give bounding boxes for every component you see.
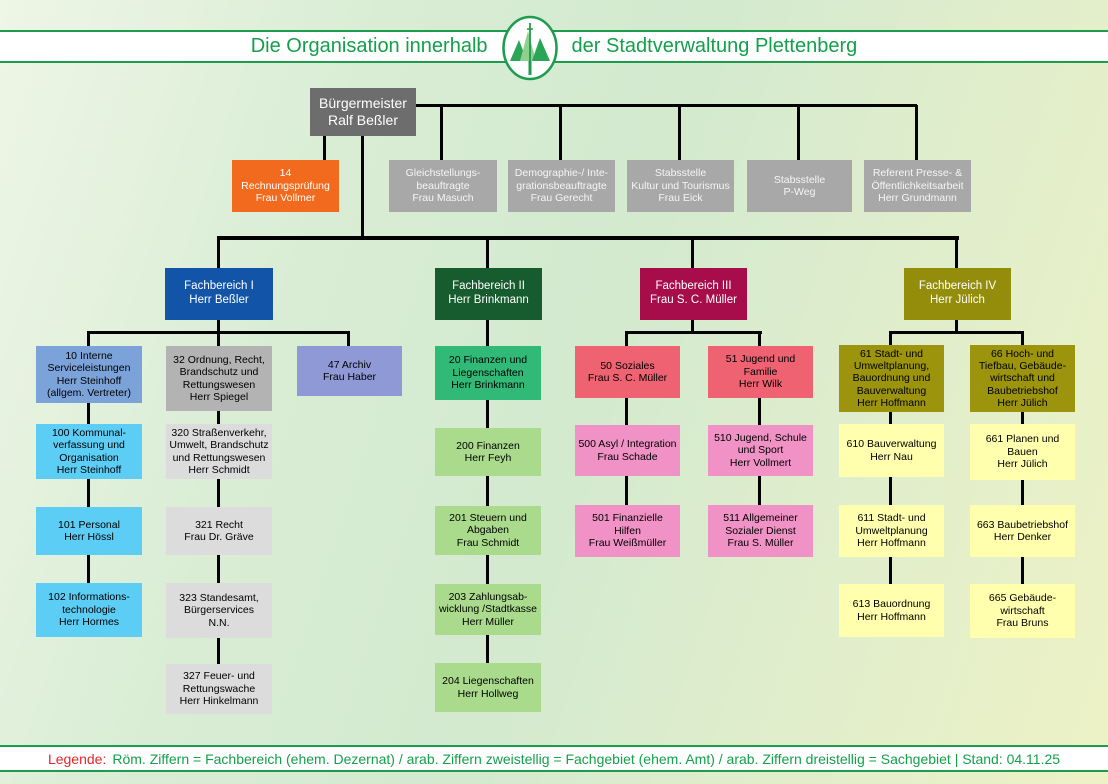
node-buergermeister: Bürgermeister Ralf Beßler xyxy=(310,88,416,136)
node-32-ordnung-recht: 32 Ordnung, Recht, Brandschutz und Rettu… xyxy=(166,346,272,411)
node-323-standesamt: 323 Standesamt, Bürgerservices N.N. xyxy=(166,583,272,638)
node-320-strassenverkehr: 320 Straßenverkehr, Umwelt, Brandschutz … xyxy=(166,424,272,479)
node-665-gebaeudewirtschaft: 665 Gebäude- wirtschaft Frau Bruns xyxy=(970,584,1075,638)
connector-col-e xyxy=(758,331,761,507)
node-demographiebeauftragte: Demographie-/ Inte- grationsbeauftragte … xyxy=(508,160,615,212)
connector xyxy=(559,105,562,161)
connector xyxy=(691,320,694,333)
node-613-bauordnung: 613 Bauordnung Herr Hoffmann xyxy=(839,584,944,637)
connector xyxy=(323,136,326,162)
node-510-jugend-schule-sport: 510 Jugend, Schule und Sport Herr Vollme… xyxy=(708,425,813,476)
connector xyxy=(678,105,681,161)
node-661-planen-bauen: 661 Planen und Bauen Herr Jülich xyxy=(970,424,1075,480)
node-66-hoch-tiefbau: 66 Hoch- und Tiefbau, Gebäude- wirtschaf… xyxy=(970,345,1075,412)
title-band: Die Organisation innerhalb der Stadtverw… xyxy=(0,15,1108,81)
page-title-right: der Stadtverwaltung Plettenberg xyxy=(571,35,858,57)
node-101-personal: 101 Personal Herr Hössl xyxy=(36,507,142,555)
connector-archiv xyxy=(347,331,350,348)
node-referent-presse: Referent Presse- & Öffentlichkeitsarbeit… xyxy=(864,160,971,212)
node-500-asyl-integration: 500 Asyl / Integration Frau Schade xyxy=(575,425,680,476)
node-501-finanzielle-hilfen: 501 Finanzielle Hilfen Frau Weißmüller xyxy=(575,505,680,557)
legend-band: Legende: Röm. Ziffern = Fachbereich (ehe… xyxy=(0,745,1108,772)
connector xyxy=(691,240,694,269)
connector xyxy=(915,105,918,161)
node-14-rechnungspruefung: 14 Rechnungsprüfung Frau Vollmer xyxy=(232,160,339,212)
node-50-soziales: 50 Soziales Frau S. C. Müller xyxy=(575,346,680,398)
node-47-archiv: 47 Archiv Frau Haber xyxy=(297,346,402,396)
node-321-recht: 321 Recht Frau Dr. Gräve xyxy=(166,507,272,555)
connector xyxy=(217,240,220,269)
node-51-jugend-familie: 51 Jugend und Familie Herr Wilk xyxy=(708,346,813,398)
connector-col-b xyxy=(217,320,220,666)
connector xyxy=(486,240,489,269)
page-title-left: Die Organisation innerhalb xyxy=(250,35,488,57)
node-203-zahlungsabwicklung: 203 Zahlungsab- wicklung /Stadtkasse Her… xyxy=(435,584,541,635)
connector-fachbereich-row xyxy=(217,236,959,240)
connector-fb4-bar xyxy=(889,331,1024,334)
connector-trunk xyxy=(361,136,364,240)
connector-staff-row xyxy=(414,104,917,107)
plettenberg-logo-icon xyxy=(501,15,559,81)
title-row: Die Organisation innerhalb der Stadtverw… xyxy=(0,15,1108,81)
node-gleichstellungsbeauftragte: Gleichstellungs- beauftragte Frau Masuch xyxy=(389,160,497,212)
node-20-finanzen-liegenschaften: 20 Finanzen und Liegenschaften Herr Brin… xyxy=(435,346,541,400)
node-10-interne-serviceleistungen: 10 Interne Serviceleistungen Herr Steinh… xyxy=(36,346,142,403)
node-204-liegenschaften: 204 Liegenschaften Herr Hollweg xyxy=(435,663,541,712)
node-201-steuern-abgaben: 201 Steuern und Abgaben Frau Schmidt xyxy=(435,506,541,555)
node-102-informationstechnologie: 102 Informations- technologie Herr Horme… xyxy=(36,583,142,637)
node-611-stadt-umweltplanung: 611 Stadt- und Umweltplanung Herr Hoffma… xyxy=(839,505,944,557)
connector xyxy=(955,320,958,333)
node-fachbereich-3: Fachbereich III Frau S. C. Müller xyxy=(640,268,747,320)
node-200-finanzen: 200 Finanzen Herr Feyh xyxy=(435,428,541,476)
node-fachbereich-4: Fachbereich IV Herr Jülich xyxy=(904,268,1011,320)
node-327-feuer-rettungswache: 327 Feuer- und Rettungswache Herr Hinkel… xyxy=(166,664,272,714)
connector xyxy=(955,240,958,269)
node-610-bauverwaltung: 610 Bauverwaltung Herr Nau xyxy=(839,424,944,477)
connector xyxy=(440,105,443,161)
node-stabsstelle-p-weg: Stabsstelle P-Weg xyxy=(747,160,852,212)
node-stabsstelle-kultur-tourismus: Stabsstelle Kultur und Tourismus Frau Ei… xyxy=(627,160,734,212)
node-fachbereich-2: Fachbereich II Herr Brinkmann xyxy=(435,268,542,320)
node-511-allgemeiner-sozialer-dienst: 511 Allgemeiner Sozialer Dienst Frau S. … xyxy=(708,505,813,557)
node-61-stadt-umweltplanung: 61 Stadt- und Umweltplanung, Bauordnung … xyxy=(839,345,944,412)
node-100-kommunalverfassung: 100 Kommunal- verfassung und Organisatio… xyxy=(36,424,142,479)
connector xyxy=(797,105,800,161)
connector-fb3-bar xyxy=(625,331,762,334)
node-fachbereich-1: Fachbereich I Herr Beßler xyxy=(165,268,273,320)
connector-col-d xyxy=(625,331,628,507)
legend-text: Röm. Ziffern = Fachbereich (ehem. Dezern… xyxy=(112,750,1061,767)
connector-col-fb2 xyxy=(486,320,489,665)
legend-label: Legende: xyxy=(47,750,107,767)
node-663-baubetriebshof: 663 Baubetriebshof Herr Denker xyxy=(970,505,1075,557)
